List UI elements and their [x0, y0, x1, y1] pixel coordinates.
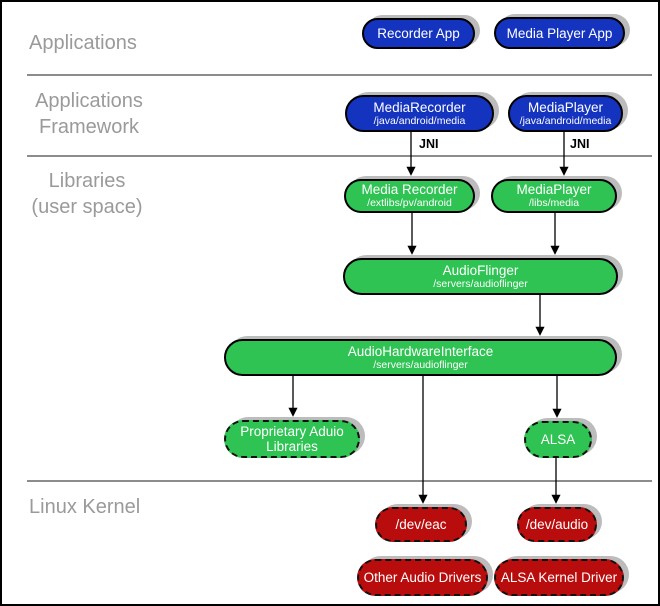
divider-applications-framework	[27, 74, 652, 76]
node-path: /extlibs/pv/android	[367, 197, 452, 209]
node-title: Recorder App	[377, 26, 460, 41]
divider-libraries-kernel	[27, 480, 652, 482]
layer-label-applications: Applications	[29, 30, 137, 56]
node-audioflinger: AudioFlinger /servers/audioflinger	[343, 258, 618, 295]
layer-label-libraries: Libraries (user space)	[20, 168, 154, 220]
jni-label-left: JNI	[419, 137, 439, 151]
layer-label-text: Linux Kernel	[29, 496, 141, 518]
node-mediaplayer-framework: MediaPlayer /java/android/media	[508, 95, 623, 132]
divider-framework-libraries	[27, 155, 652, 157]
node-title: Proprietary Aduio	[240, 424, 344, 439]
node-other-audio-drivers: Other Audio Drivers	[357, 559, 488, 596]
node-media-player-app: Media Player App	[494, 17, 625, 49]
node-alsa-kernel-driver: ALSA Kernel Driver	[494, 559, 624, 596]
node-path: /servers/audioflinger	[433, 277, 528, 290]
node-title: MediaRecorder	[373, 99, 466, 115]
node-path: /servers/audioflinger	[373, 358, 468, 371]
node-dev-audio: /dev/audio	[517, 507, 597, 542]
jni-label-right: JNI	[570, 137, 590, 151]
node-title: AudioHardwareInterface	[347, 343, 494, 359]
node-title: AudioFlinger	[442, 262, 519, 278]
node-media-recorder-lib: Media Recorder /extlibs/pv/android	[344, 179, 475, 213]
layer-label-text: Libraries	[48, 170, 126, 192]
node-dev-eac: /dev/eac	[375, 507, 467, 542]
node-title: /dev/eac	[395, 517, 447, 532]
layer-label-applications-framework: Applications Framework	[29, 88, 149, 140]
node-title: Libraries	[266, 439, 318, 454]
node-path: /java/android/media	[373, 114, 466, 127]
layer-label-text: Applications	[35, 90, 143, 112]
node-mediaplayer-lib: MediaPlayer /libs/media	[491, 179, 617, 213]
node-title: /dev/audio	[525, 517, 589, 532]
node-title: ALSA	[540, 432, 576, 447]
node-title: MediaPlayer	[516, 182, 592, 197]
node-path: /libs/media	[528, 197, 580, 209]
node-title: MediaPlayer	[527, 99, 604, 115]
layer-label-text: Framework	[38, 116, 139, 138]
node-title: Media Recorder	[361, 182, 458, 197]
node-mediarecorder-framework: MediaRecorder /java/android/media	[345, 95, 494, 132]
node-alsa: ALSA	[524, 421, 592, 458]
node-recorder-app: Recorder App	[362, 18, 475, 49]
node-title: ALSA Kernel Driver	[500, 570, 618, 585]
layer-label-text: (user space)	[31, 196, 143, 218]
node-proprietary-audio-libraries: Proprietary Aduio Libraries	[224, 420, 360, 458]
node-audiohardwareinterface: AudioHardwareInterface /servers/audiofli…	[224, 339, 617, 376]
layer-label-linux-kernel: Linux Kernel	[29, 494, 140, 520]
node-title: Media Player App	[506, 25, 613, 41]
node-path: /java/android/media	[519, 114, 612, 127]
node-title: Other Audio Drivers	[363, 570, 482, 585]
layer-label-text: Applications	[29, 32, 137, 54]
